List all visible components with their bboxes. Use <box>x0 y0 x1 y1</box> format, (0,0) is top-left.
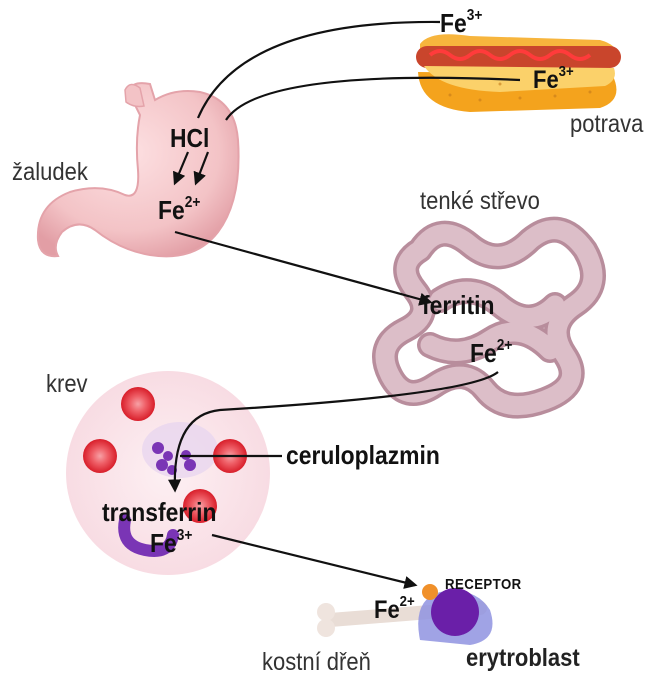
stomach-icon <box>36 82 240 258</box>
erythroblast-icon <box>418 584 493 645</box>
hcl-label: HCl <box>170 123 210 153</box>
fe2-intestine-label: Fe2+ <box>470 337 513 368</box>
ferritin-label: ferritin <box>422 290 495 320</box>
erythroblast-label: erytroblast <box>466 644 580 672</box>
line-food-to-hcl <box>196 20 441 119</box>
receptor-label: RECEPTOR <box>445 576 522 593</box>
arrow-blood-to-marrow <box>211 533 418 589</box>
stomach-label: žaludek <box>12 158 88 186</box>
fe3-blood-label: Fe3+ <box>150 527 193 558</box>
line-food-to-hcl-2 <box>225 76 521 121</box>
arrow-hcl-2 <box>193 151 210 186</box>
food-label: potrava <box>570 110 644 138</box>
transferrin-protein-icon <box>118 514 179 557</box>
arrow-intestine-to-blood <box>167 371 499 493</box>
arrow-stomach-to-intestine <box>174 230 433 306</box>
ceruloplasmin-label: ceruloplazmin <box>286 440 440 470</box>
fe3-food-label: Fe3+ <box>533 63 574 94</box>
intestine-label: tenké střevo <box>420 187 540 215</box>
marrow-label: kostní dřeň <box>262 648 371 676</box>
blood-label: krev <box>46 370 88 398</box>
hotdog-icon <box>416 34 621 112</box>
fe2-stomach-label: Fe2+ <box>158 194 201 225</box>
fe2-marrow-label: Fe2+ <box>374 593 415 624</box>
flow-lines <box>167 20 521 589</box>
intestine-icon <box>372 216 606 419</box>
transferrin-label: transferrin <box>102 497 217 527</box>
fe3-top-label: Fe3+ <box>440 7 483 38</box>
arrow-hcl-1 <box>172 151 190 186</box>
